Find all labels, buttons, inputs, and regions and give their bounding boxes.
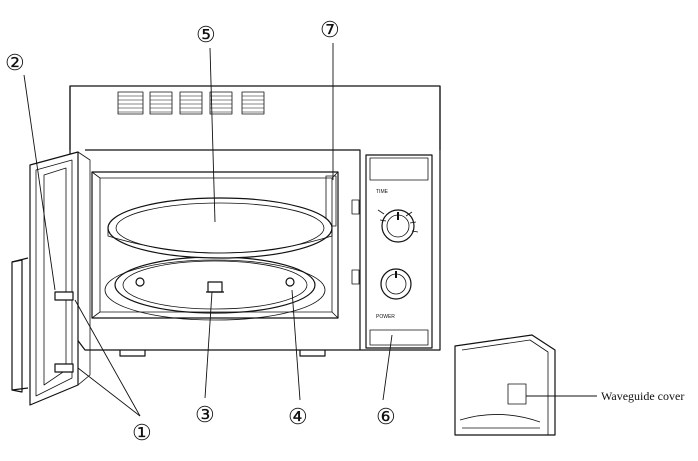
callout-4: ④ [288,404,308,429]
callout-5: ⑤ [196,22,216,47]
vent-grille [117,91,265,115]
inset-view [454,334,556,436]
waveguide-cover-label: Waveguide cover [601,389,684,403]
leader-lines [23,43,597,417]
door-latch-holes [351,199,360,285]
callout-2: ② [5,50,25,75]
door-handle [11,257,29,393]
door-latches [54,291,74,373]
time-label: TIME [376,189,389,195]
callout-3: ③ [195,402,215,427]
timer-knob [377,209,419,243]
coupler [206,281,224,293]
power-label: POWER [376,314,395,320]
callout-7: ⑦ [320,17,340,42]
callout-1: ① [132,420,152,445]
control-panel [365,154,433,349]
callout-6: ⑥ [376,404,396,429]
power-knob [380,268,412,300]
glass-tray [107,197,333,259]
